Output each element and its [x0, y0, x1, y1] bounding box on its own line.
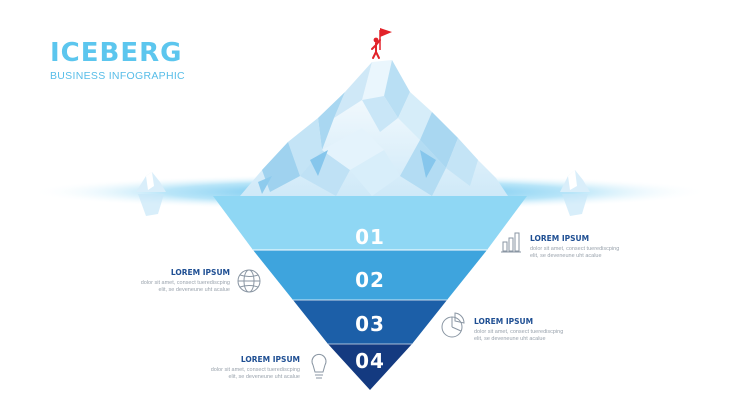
globe-icon: [237, 269, 261, 293]
small-iceberg-right: [560, 170, 590, 216]
info-body-line: elit, se deveneune uht acalue: [228, 374, 300, 380]
small-iceberg-left: [136, 172, 166, 216]
info-heading: LOREM IPSUM: [530, 234, 590, 243]
info-body-line: elit, se deveneune uht acalue: [530, 253, 602, 259]
page-title: ICEBERG: [50, 38, 183, 68]
info-block-3: LOREM IPSUM dolor sit amet, consect tuer…: [474, 317, 594, 343]
info-heading: LOREM IPSUM: [240, 355, 300, 364]
iceberg-top: [240, 60, 508, 196]
info-body-line: elit, se deveneune uht acalue: [474, 336, 546, 342]
tier-1-shape: [213, 196, 527, 250]
info-heading: LOREM IPSUM: [474, 317, 534, 326]
info-heading: LOREM IPSUM: [170, 268, 230, 277]
tier-3-shape: [293, 300, 447, 344]
lightbulb-icon: [311, 353, 327, 379]
info-block-4: LOREM IPSUM dolor sit amet, consect tuer…: [180, 355, 300, 381]
info-body-line: dolor sit amet, consect tuerediscping: [140, 280, 230, 286]
tier-number-3: 03: [355, 312, 385, 336]
info-body-line: elit, se deveneune uht acalue: [158, 287, 230, 293]
info-body-line: dolor sit amet, consect tuerediscping: [210, 367, 300, 373]
tier-number-4: 04: [355, 349, 385, 373]
tier-number-1: 01: [355, 225, 385, 249]
tier-4-shape: [328, 344, 412, 390]
info-body-line: dolor sit amet, consect tuerediscping: [530, 246, 620, 252]
tier-number-2: 02: [355, 268, 385, 292]
tier-2-shape: [253, 250, 487, 300]
info-body-line: dolor sit amet, consect tuerediscping: [474, 329, 564, 335]
flag-person-icon: [371, 28, 392, 59]
page-subtitle: BUSINESS INFOGRAPHIC: [50, 70, 185, 82]
pie-chart-icon: [441, 312, 465, 338]
bar-chart-icon: [501, 232, 521, 253]
info-block-2: LOREM IPSUM dolor sit amet, consect tuer…: [110, 268, 230, 294]
info-block-1: LOREM IPSUM dolor sit amet, consect tuer…: [530, 234, 650, 260]
